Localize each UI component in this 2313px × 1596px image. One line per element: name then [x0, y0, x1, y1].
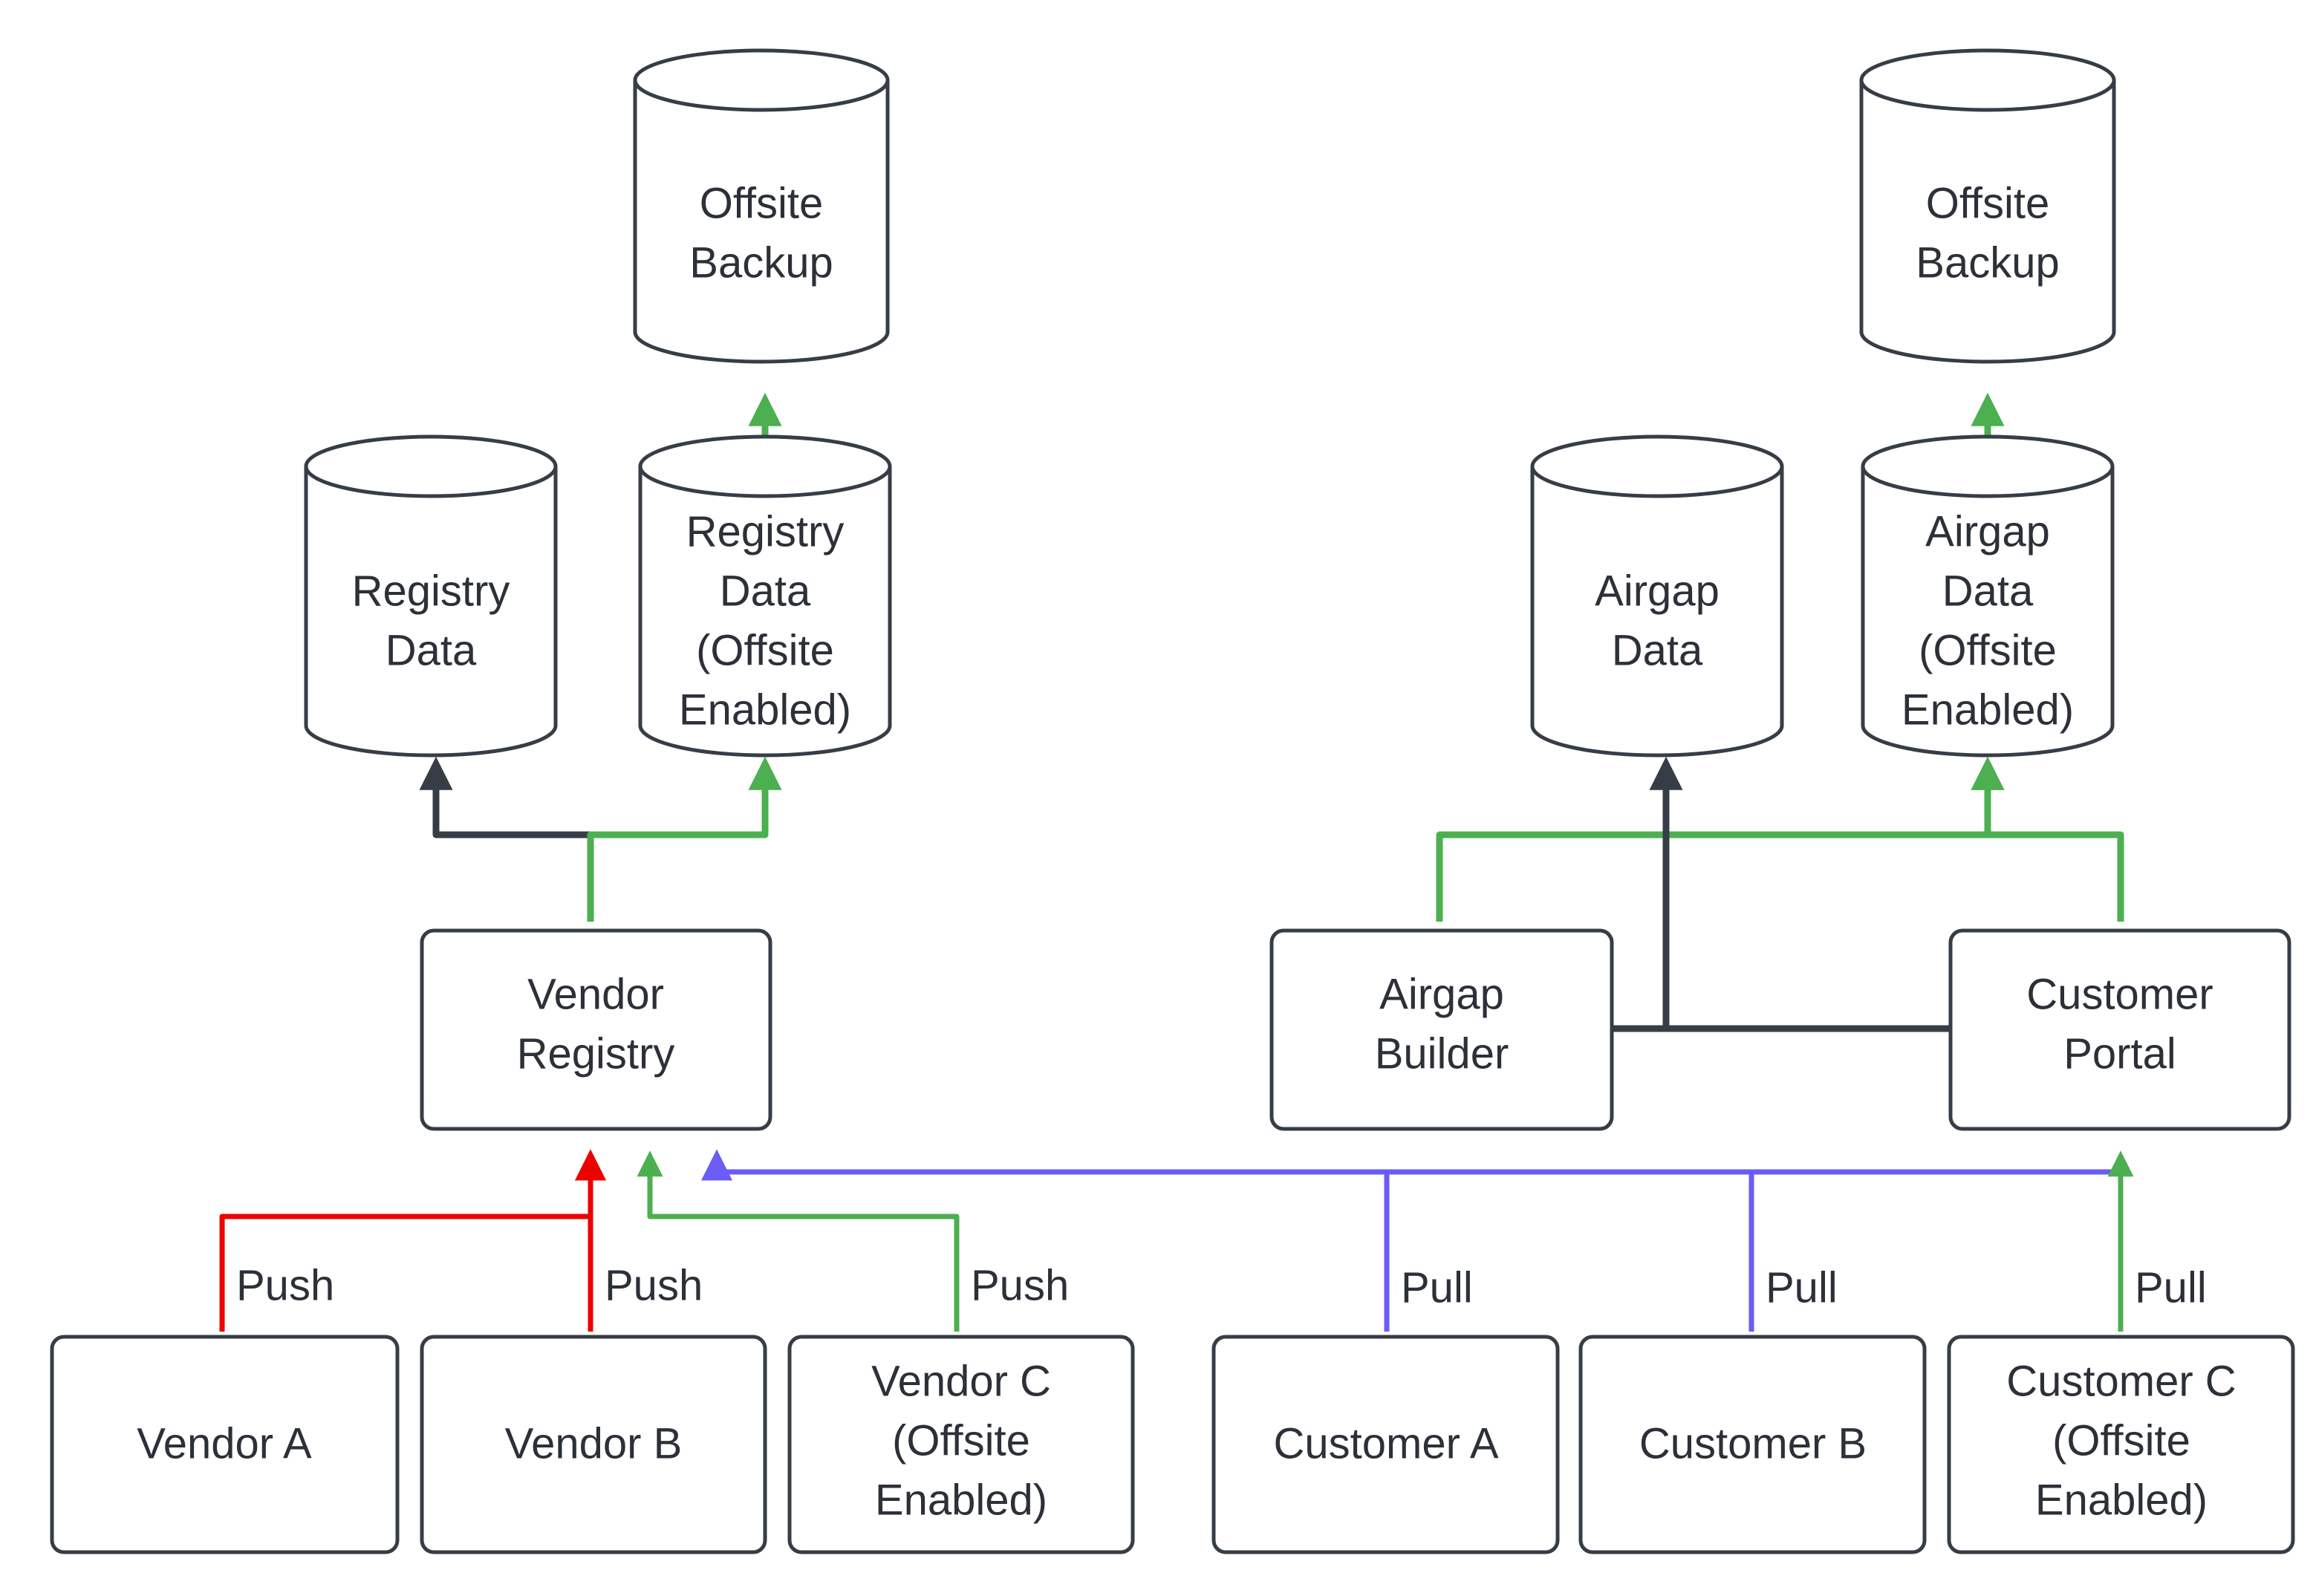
node-label-line1: Offsite	[1926, 179, 2050, 227]
node-label-line1: Vendor A	[137, 1419, 312, 1468]
edge-label-vendor-b-push: Push	[605, 1261, 703, 1309]
node-vendor-b[interactable]: Vendor B	[420, 1335, 767, 1554]
node-label-line1: Airgap	[1925, 507, 2050, 556]
node-label-line1: Vendor B	[505, 1419, 683, 1468]
edge-vendor-c-push	[637, 1150, 960, 1332]
node-registry-data-offsite[interactable]: Registry Data (Offsite Enabled)	[638, 434, 892, 758]
node-label-line1: Registry	[686, 507, 845, 556]
edge-vendor-registry-to-registry-data-offsite	[587, 756, 782, 922]
node-label-line2: Data	[1612, 626, 1703, 674]
node-offsite-backup-left[interactable]: Offsite Backup	[633, 48, 890, 364]
edge-customer-b-pull	[717, 1169, 1754, 1332]
node-label-line4: Enabled)	[679, 685, 851, 734]
node-label-line1: Airgap	[1595, 567, 1720, 615]
node-label-line3: (Offsite	[696, 626, 834, 674]
node-label-line3: Enabled)	[2035, 1476, 2208, 1524]
node-airgap-data-offsite[interactable]: Airgap Data (Offsite Enabled)	[1861, 434, 2115, 758]
node-label-line2: Builder	[1375, 1029, 1509, 1078]
node-label-line2: (Offsite	[892, 1416, 1030, 1465]
edge-airgap-builder-to-airgap-data-offsite	[1436, 756, 2005, 922]
node-airgap-data[interactable]: Airgap Data	[1530, 434, 1784, 758]
node-label-line2: Backup	[689, 238, 833, 287]
node-label-line1: Vendor C	[871, 1357, 1051, 1405]
node-label-line1: Customer C	[2006, 1357, 2236, 1405]
node-label-line2: Data	[386, 626, 477, 674]
node-label-line2: (Offsite	[2052, 1416, 2190, 1465]
node-registry-data[interactable]: Registry Data	[304, 434, 558, 758]
node-customer-portal[interactable]: Customer Portal	[1948, 928, 2291, 1131]
node-customer-c[interactable]: Customer C (Offsite Enabled)	[1947, 1335, 2295, 1554]
node-offsite-backup-right[interactable]: Offsite Backup	[1859, 48, 2116, 364]
node-customer-b[interactable]: Customer B	[1578, 1335, 1927, 1554]
node-label-line4: Enabled)	[1902, 685, 2074, 734]
edge-customer-portal-to-airgap-data-offsite	[1971, 756, 2124, 922]
node-label-line2: Data	[720, 567, 811, 615]
edge-label-customer-a-pull: Pull	[1401, 1263, 1473, 1312]
node-label-line1: Airgap	[1379, 970, 1504, 1018]
node-label-line1: Offsite	[700, 179, 824, 227]
node-label-line2: Registry	[517, 1029, 675, 1078]
node-label-line1: Vendor	[527, 970, 664, 1018]
edge-label-customer-b-pull: Pull	[1766, 1263, 1838, 1312]
node-label-line2: Data	[1942, 567, 2034, 615]
node-label-line2: Portal	[2063, 1029, 2176, 1078]
node-label-line1: Customer A	[1274, 1419, 1499, 1468]
node-label-line1: Customer B	[1639, 1419, 1867, 1468]
edge-vendor-registry-to-registry-data	[419, 756, 594, 922]
node-vendor-a[interactable]: Vendor A	[50, 1335, 400, 1554]
node-vendor-registry[interactable]: Vendor Registry	[420, 928, 772, 1131]
edge-label-customer-c-pull: Pull	[2135, 1263, 2207, 1312]
node-vendor-c[interactable]: Vendor C (Offsite Enabled)	[787, 1335, 1135, 1554]
node-label-line1: Customer	[2026, 970, 2213, 1018]
node-label-line3: Enabled)	[875, 1476, 1047, 1524]
edge-label-vendor-a-push: Push	[236, 1261, 334, 1309]
edge-customer-portal-to-airgap-data	[1649, 756, 1950, 1032]
node-label-line3: (Offsite	[1919, 626, 2057, 674]
node-customer-a[interactable]: Customer A	[1211, 1335, 1560, 1554]
node-airgap-builder[interactable]: Airgap Builder	[1269, 928, 1614, 1131]
node-label-line2: Backup	[1916, 238, 2059, 287]
edge-label-vendor-c-push: Push	[971, 1261, 1069, 1309]
node-label-line1: Registry	[352, 567, 510, 615]
